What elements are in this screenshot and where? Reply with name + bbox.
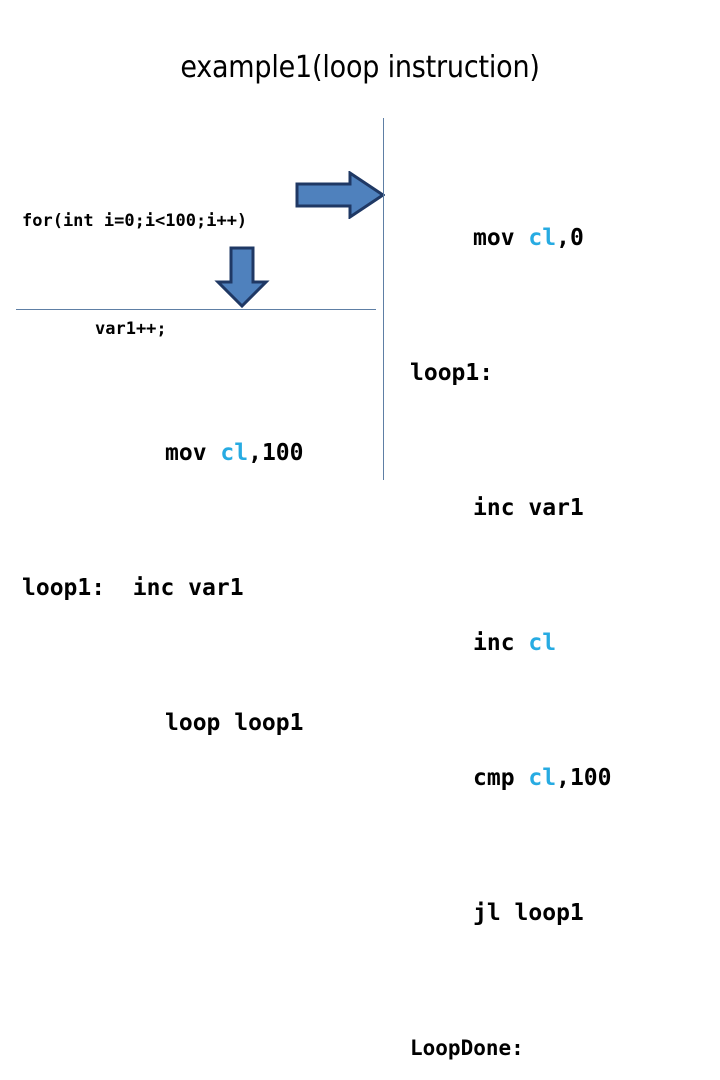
asm-manual-cmp-operand: ,100 <box>556 765 612 791</box>
c-code-line-var1: var1++; <box>95 319 167 339</box>
asm-manual-mov-operand: ,0 <box>556 225 584 251</box>
asm-loop-line-loop: loop loop1 <box>165 710 304 736</box>
asm-loop-line-label-inc: loop1: inc var1 <box>22 575 244 601</box>
right-arrow-icon <box>295 170 386 224</box>
asm-loop-line-mov: mov cl,100 <box>22 431 303 476</box>
asm-manual-inc-register: cl <box>528 630 557 656</box>
down-arrow-icon <box>214 246 270 313</box>
c-code-line-for: for(int i=0;i<100;i++) <box>22 211 248 231</box>
asm-manual-cmp-mnemonic: cmp <box>473 765 529 791</box>
asm-manual-cmp-register: cl <box>528 765 557 791</box>
c-source-snippet: for(int i=0;i<100;i++) var1++; <box>22 131 247 419</box>
asm-manual-line-label: loop1: <box>410 360 494 386</box>
assembly-manual-counter: mov cl,0 loop1: inc var1 inc cl cmp cl,1… <box>410 126 611 1080</box>
asm-manual-line-inc-var1: inc var1 <box>473 495 584 521</box>
asm-manual-line-cmp: cmp cl,100 <box>410 756 611 801</box>
asm-manual-inc-mnemonic: inc <box>473 630 529 656</box>
asm-loop-mov-operand: ,100 <box>248 440 304 466</box>
asm-manual-line-loopdone: LoopDone: <box>410 1036 524 1060</box>
asm-manual-mov-register: cl <box>528 225 557 251</box>
asm-manual-line-jl: jl loop1 <box>473 900 584 926</box>
slide-canvas: example1(loop instruction) for(int i=0;i… <box>16 50 612 1060</box>
asm-manual-mov-mnemonic: mov <box>473 225 529 251</box>
asm-loop-mov-mnemonic: mov <box>165 440 221 466</box>
page-title: example1(loop instruction) <box>180 50 540 85</box>
asm-manual-line-inc-cl: inc cl <box>410 621 611 666</box>
asm-manual-line-mov: mov cl,0 <box>410 216 611 261</box>
asm-loop-mov-register: cl <box>220 440 249 466</box>
assembly-loop-instruction: mov cl,100 loop1: inc var1 loop loop1 <box>22 341 303 836</box>
horizontal-divider <box>16 309 376 310</box>
vertical-divider <box>383 118 384 480</box>
